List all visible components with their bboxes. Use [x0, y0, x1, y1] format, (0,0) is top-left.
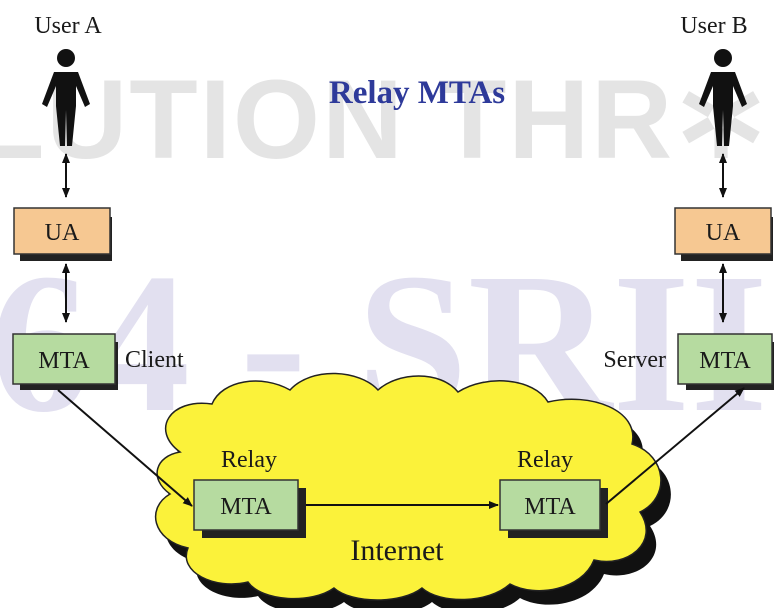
client-mta-to-relay-1-arrow: [57, 389, 193, 507]
user-a-label: User A: [34, 13, 102, 39]
user-b-mta-text: MTA: [699, 348, 751, 374]
user-a-ua-text: UA: [45, 220, 80, 246]
user-b-label: User B: [680, 13, 747, 39]
diagram-title: Relay MTAs: [329, 75, 505, 111]
user-a-mta-text: MTA: [38, 348, 90, 374]
internet-label: Internet: [350, 534, 444, 567]
relay-1-mta-box: MTA: [193, 479, 306, 538]
user-b-mta-box: MTA: [677, 333, 774, 390]
client-label: Client: [125, 347, 184, 373]
internet-cloud: Internet: [154, 372, 671, 608]
user-a-ua-box: UA: [13, 207, 112, 261]
user-a-mta-box: MTA: [12, 333, 118, 390]
user-a-person-icon: [42, 49, 90, 146]
relay-1-mta-text: MTA: [220, 494, 272, 520]
relay-2-mta-text: MTA: [524, 494, 576, 520]
user-b-ua-box: UA: [674, 207, 773, 261]
relay-2-mta-box: MTA: [499, 479, 608, 538]
relay-1-label: Relay: [221, 447, 277, 473]
user-b-person-icon: [699, 49, 747, 146]
server-label: Server: [603, 347, 666, 373]
user-b-ua-text: UA: [706, 220, 741, 246]
relay-2-to-server-mta-arrow: [605, 387, 745, 505]
watermark-top: LUTION THR✲UGH TE: [0, 57, 774, 182]
relay-2-label: Relay: [517, 447, 573, 473]
